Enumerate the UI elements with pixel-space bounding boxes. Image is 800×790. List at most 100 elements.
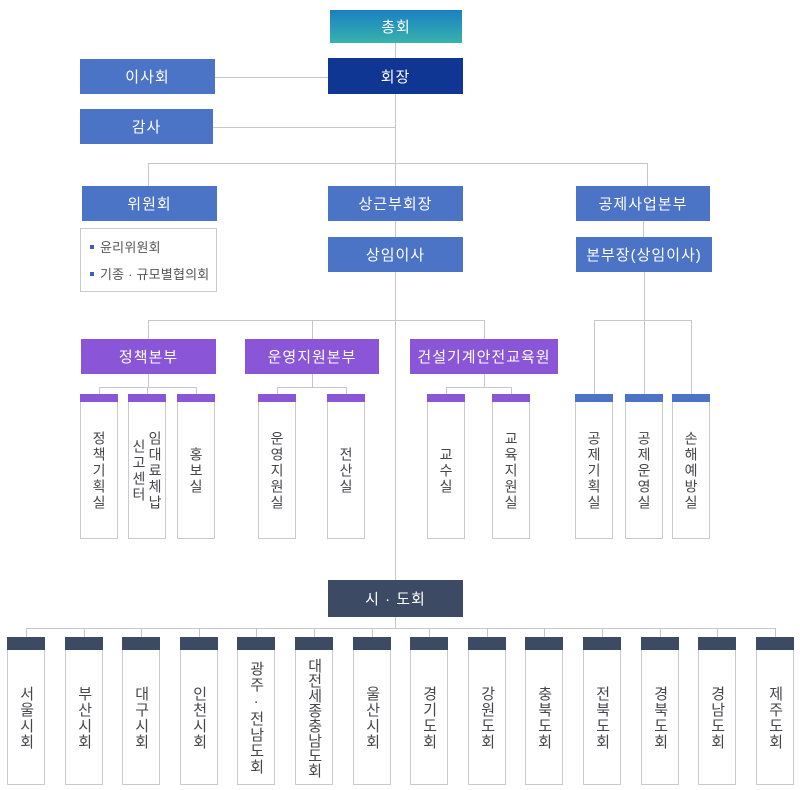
- connector: [346, 387, 347, 394]
- bullet-icon: [90, 244, 94, 249]
- connector: [84, 628, 85, 637]
- dept-label-line2: 신고센터: [131, 438, 147, 503]
- region-label: 광주·전남도회: [247, 660, 265, 775]
- connector: [312, 320, 313, 339]
- region-box-topbar: [756, 637, 794, 650]
- committee-list-item: 기종 · 규모별협의회: [90, 264, 216, 283]
- box-auditor: 감사: [80, 109, 213, 144]
- committee-item-label: 기종 · 규모별협의회: [100, 267, 210, 282]
- dept-box-faculty: 교수실: [427, 394, 465, 539]
- box-policy-division: 정책본부: [81, 339, 216, 374]
- region-label: 경기도회: [420, 685, 438, 750]
- connector: [395, 43, 396, 58]
- connector: [602, 628, 603, 637]
- dept-label: 공제기획실: [586, 430, 603, 511]
- connector: [544, 628, 545, 637]
- dept-box-topbar: [625, 394, 663, 402]
- connector: [691, 320, 692, 394]
- bullet-icon: [90, 271, 94, 276]
- connector: [395, 272, 396, 580]
- region-box-gyeongbuk: 경북도회: [641, 637, 679, 785]
- connector: [594, 320, 691, 321]
- connector: [395, 617, 396, 628]
- connector: [312, 374, 313, 387]
- dept-label: 공제운영실: [636, 430, 653, 511]
- dept-box-topbar: [177, 394, 215, 402]
- dept-label: 손해예방실: [683, 430, 700, 511]
- dept-box-computing: 전산실: [327, 394, 365, 539]
- region-box-topbar: [65, 637, 103, 650]
- region-box-topbar: [180, 637, 218, 650]
- box-education-institute: 건설기계안전교육원: [410, 339, 558, 374]
- connector: [487, 628, 488, 637]
- dept-box-topbar: [492, 394, 530, 402]
- connector: [484, 374, 485, 387]
- connector: [644, 272, 645, 320]
- connector: [256, 628, 257, 637]
- box-executive-director: 상임이사: [328, 237, 463, 272]
- connector: [148, 163, 149, 186]
- region-box-incheon: 인천시회: [180, 637, 218, 785]
- region-label: 부산시회: [75, 685, 93, 750]
- connector: [148, 320, 149, 339]
- region-label: 서울시회: [17, 685, 35, 750]
- box-general-assembly: 총회: [330, 10, 462, 43]
- box-committee: 위원회: [82, 186, 217, 221]
- region-box-topbar: [295, 637, 333, 650]
- connector: [511, 387, 512, 394]
- connector: [148, 374, 149, 387]
- region-box-chungbuk: 충북도회: [525, 637, 563, 785]
- region-box-topbar: [7, 637, 45, 650]
- connector: [395, 163, 396, 186]
- dept-box-mutual-planning: 공제기획실: [575, 394, 613, 539]
- dept-label: 운영지원실: [269, 430, 286, 511]
- box-standing-vice-chairman: 상근부회장: [328, 186, 463, 221]
- connector: [395, 221, 396, 237]
- region-box-topbar: [698, 637, 736, 650]
- dept-box-topbar: [258, 394, 296, 402]
- region-label: 경북도회: [651, 685, 669, 750]
- committee-item-label: 윤리위원회: [100, 240, 161, 255]
- region-label: 충북도회: [535, 685, 553, 750]
- region-box-topbar: [468, 637, 506, 650]
- region-box-topbar: [583, 637, 621, 650]
- region-box-topbar: [525, 637, 563, 650]
- connector: [99, 387, 100, 394]
- region-box-daejeon-sejong-chungnam: 대전세종충남도회: [295, 637, 333, 785]
- box-chairman: 회장: [328, 58, 463, 94]
- dept-box-mutual-operation: 공제운영실: [625, 394, 663, 539]
- region-label: 전북도회: [593, 685, 611, 750]
- region-label: 경남도회: [708, 685, 726, 750]
- connector: [660, 628, 661, 637]
- region-box-topbar: [237, 637, 275, 650]
- dept-box-topbar: [128, 394, 166, 402]
- connector: [26, 628, 775, 629]
- region-box-daegu: 대구시회: [122, 637, 160, 785]
- connector: [215, 77, 328, 78]
- region-box-seoul: 서울시회: [7, 637, 45, 785]
- dept-label: 홍보실: [188, 446, 205, 495]
- dept-box-loss-prevention: 손해예방실: [672, 394, 710, 539]
- connector: [213, 127, 395, 128]
- connector: [594, 320, 595, 394]
- connector: [446, 387, 511, 388]
- region-label: 제주도회: [766, 685, 784, 750]
- region-box-busan: 부산시회: [65, 637, 103, 785]
- connector: [717, 628, 718, 637]
- connector: [148, 163, 647, 164]
- region-box-topbar: [353, 637, 391, 650]
- region-box-topbar: [122, 637, 160, 650]
- connector: [141, 628, 142, 637]
- dept-label: 교수실: [438, 446, 455, 495]
- region-label: 인천시회: [190, 685, 208, 750]
- dept-label: 전산실: [338, 446, 355, 495]
- region-label: 울산시회: [363, 685, 381, 750]
- dept-box-education-support: 교육지원실: [492, 394, 530, 539]
- dept-box-operation-support: 운영지원실: [258, 394, 296, 539]
- dept-box-topbar: [575, 394, 613, 402]
- box-mutual-aid-head: 본부장(상임이사): [576, 237, 712, 272]
- region-box-ulsan: 울산시회: [353, 637, 391, 785]
- connector: [644, 320, 645, 394]
